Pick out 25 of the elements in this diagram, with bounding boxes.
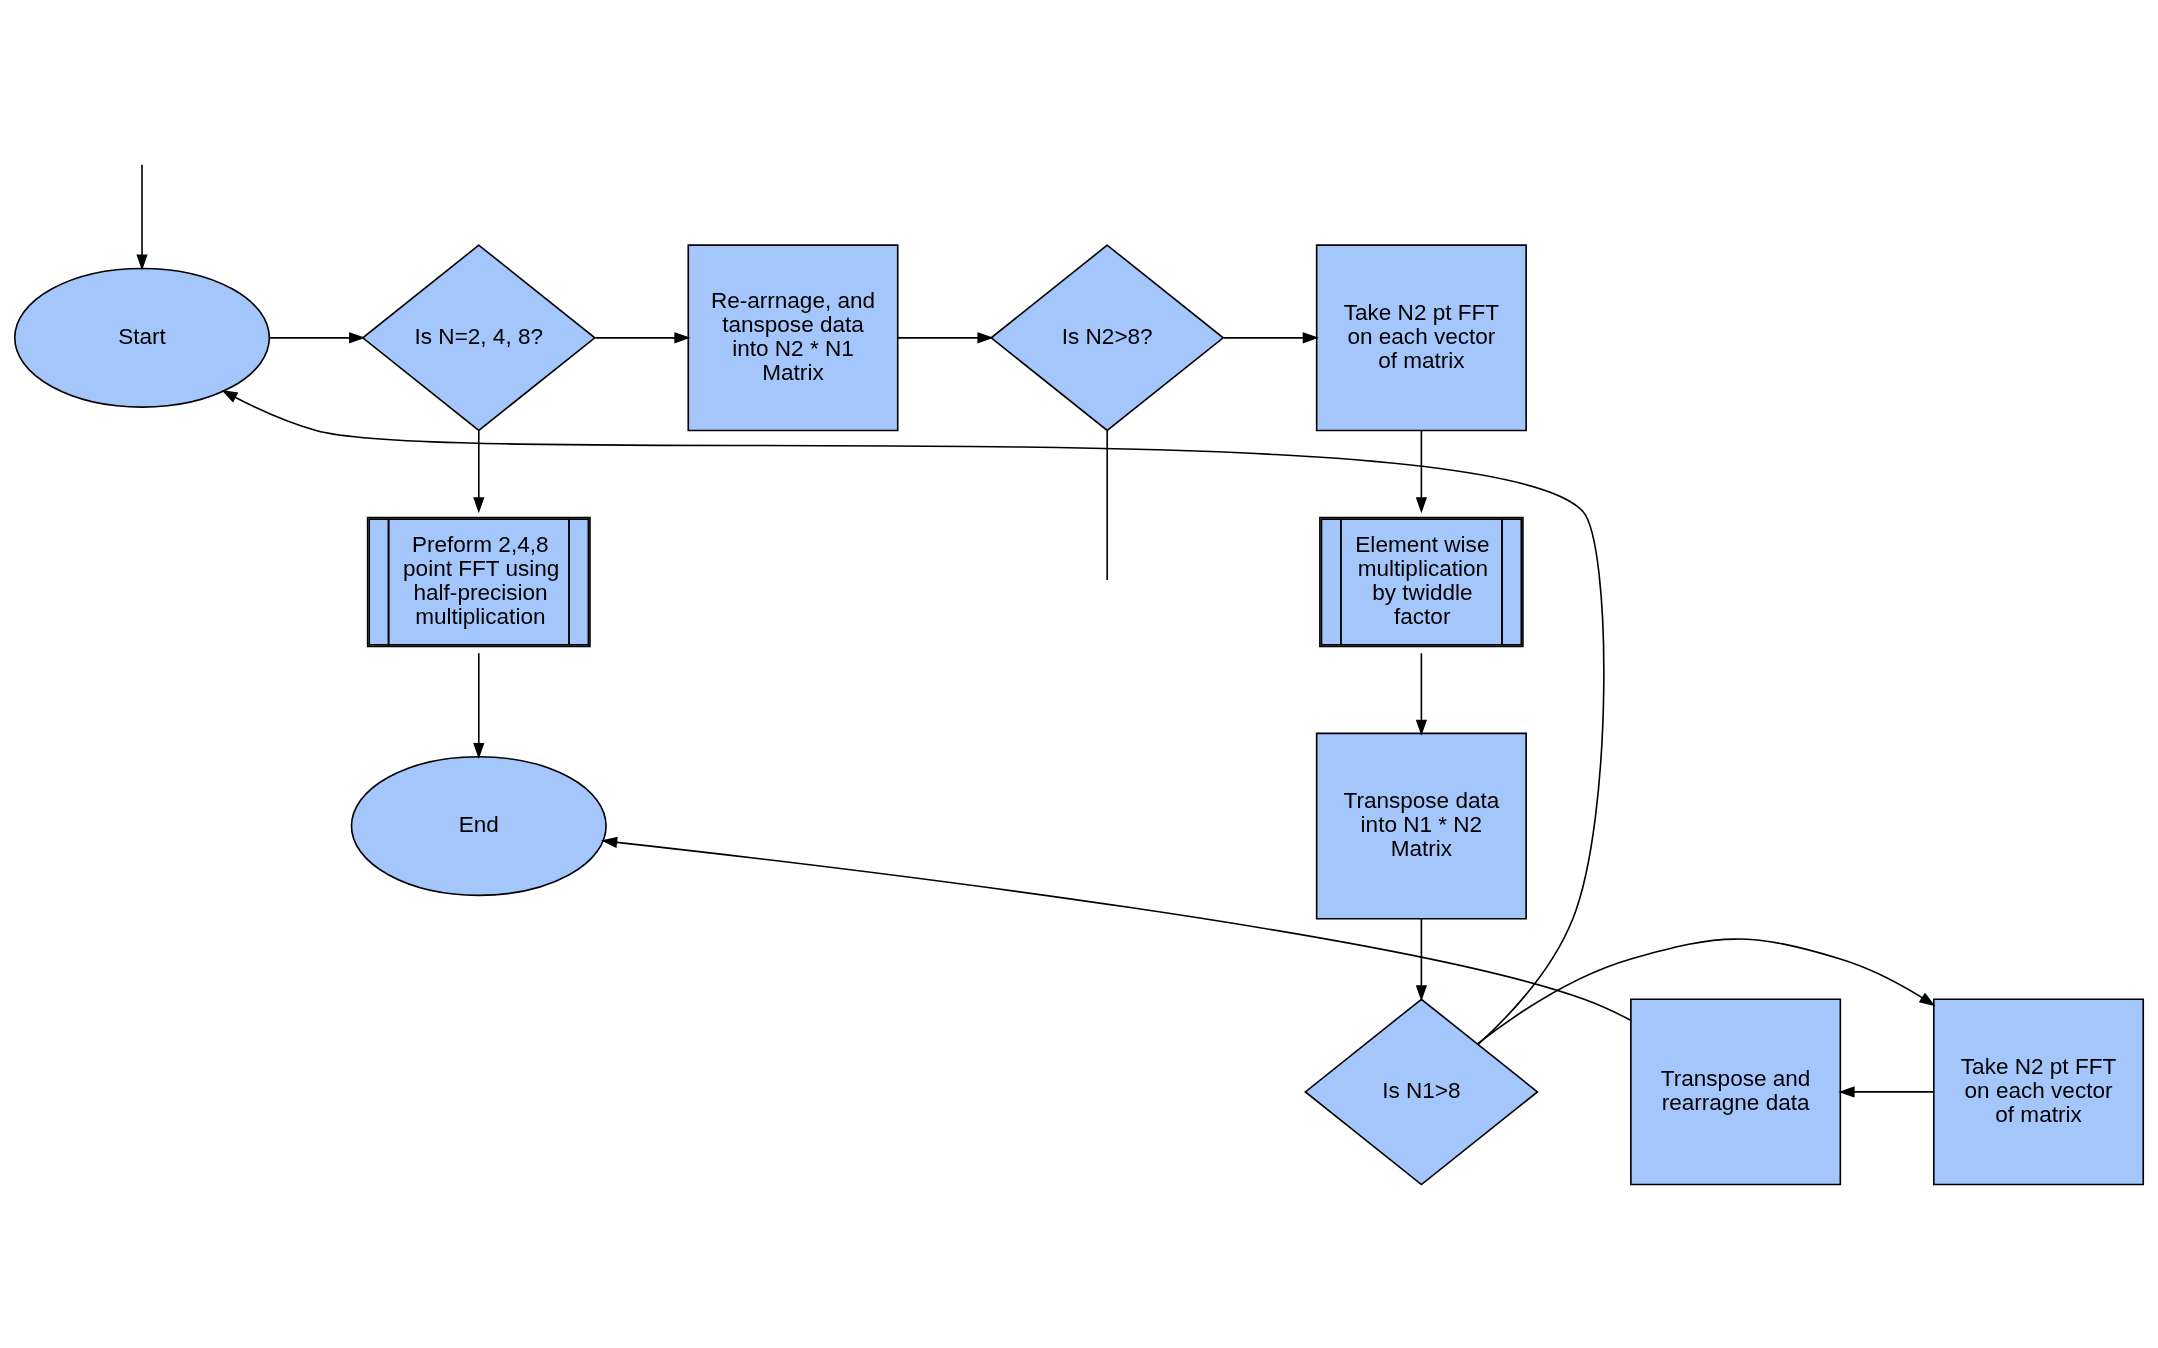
arrow <box>268 332 366 344</box>
arrow <box>136 163 148 271</box>
arrow <box>601 836 1632 1022</box>
arrow <box>1838 1086 1935 1098</box>
node-diamond: Is N1>8 <box>1304 998 1539 1186</box>
node-diamond: Is N2>8? <box>989 244 1225 432</box>
node-box: Re-arrnage, and tanspose data into N2 * N1 Matrix <box>687 244 899 432</box>
node-diamond: Is N=2, 4, 8? <box>361 244 597 432</box>
node-box: Take N2 pt FFT on each vector of matrix <box>1933 998 2145 1186</box>
arrow <box>473 429 485 514</box>
node-ellipse: End <box>350 755 607 897</box>
arrow <box>1476 938 1936 1045</box>
node-box: Transpose data into N1 * N2 Matrix <box>1315 732 1527 920</box>
node-box: Take N2 pt FFT on each vector of matrix <box>1315 244 1527 432</box>
connector <box>1106 429 1108 581</box>
arrow <box>897 332 994 344</box>
arrow <box>1223 332 1319 344</box>
arrow <box>221 389 1605 1045</box>
arrow <box>1415 652 1428 736</box>
arrow <box>473 652 485 759</box>
node-box: Transpose and rearragne data <box>1630 998 1842 1186</box>
arrow <box>1415 917 1428 1002</box>
node-ellipse: Start <box>13 267 271 408</box>
arrow <box>594 332 691 344</box>
arrow <box>1415 429 1428 514</box>
